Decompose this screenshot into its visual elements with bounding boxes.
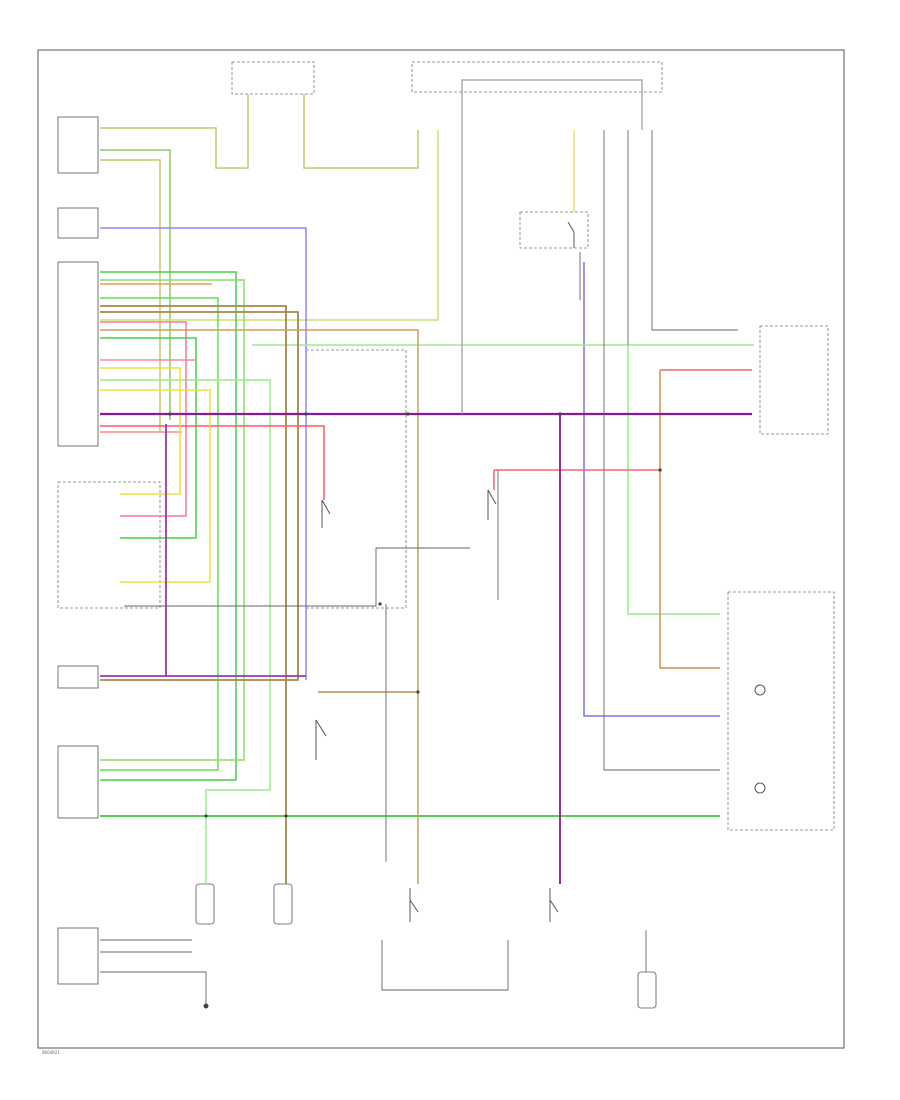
connector-upper <box>57 207 99 239</box>
control-unit-right <box>759 325 829 435</box>
fuse-block-top-right <box>411 61 663 93</box>
junction-dots <box>168 412 662 818</box>
connector-small <box>57 665 99 689</box>
sensor-left <box>195 883 215 925</box>
junction-block-top <box>57 116 99 174</box>
figure-id: 9604921 <box>42 1050 60 1055</box>
sensor-bottom-right <box>637 971 657 1009</box>
switches <box>203 211 766 1009</box>
sensor-right <box>273 883 293 925</box>
junction-block-bottom <box>57 927 99 985</box>
fuse-block-top <box>231 61 315 95</box>
relay-box-center <box>305 349 407 609</box>
switch-panel <box>57 481 161 609</box>
diagram-frame <box>37 49 845 1049</box>
junction-block-lower <box>57 745 99 819</box>
components <box>57 61 835 1009</box>
wires <box>100 79 754 1004</box>
instrument-cluster <box>727 591 835 831</box>
main-control-unit <box>57 261 99 447</box>
